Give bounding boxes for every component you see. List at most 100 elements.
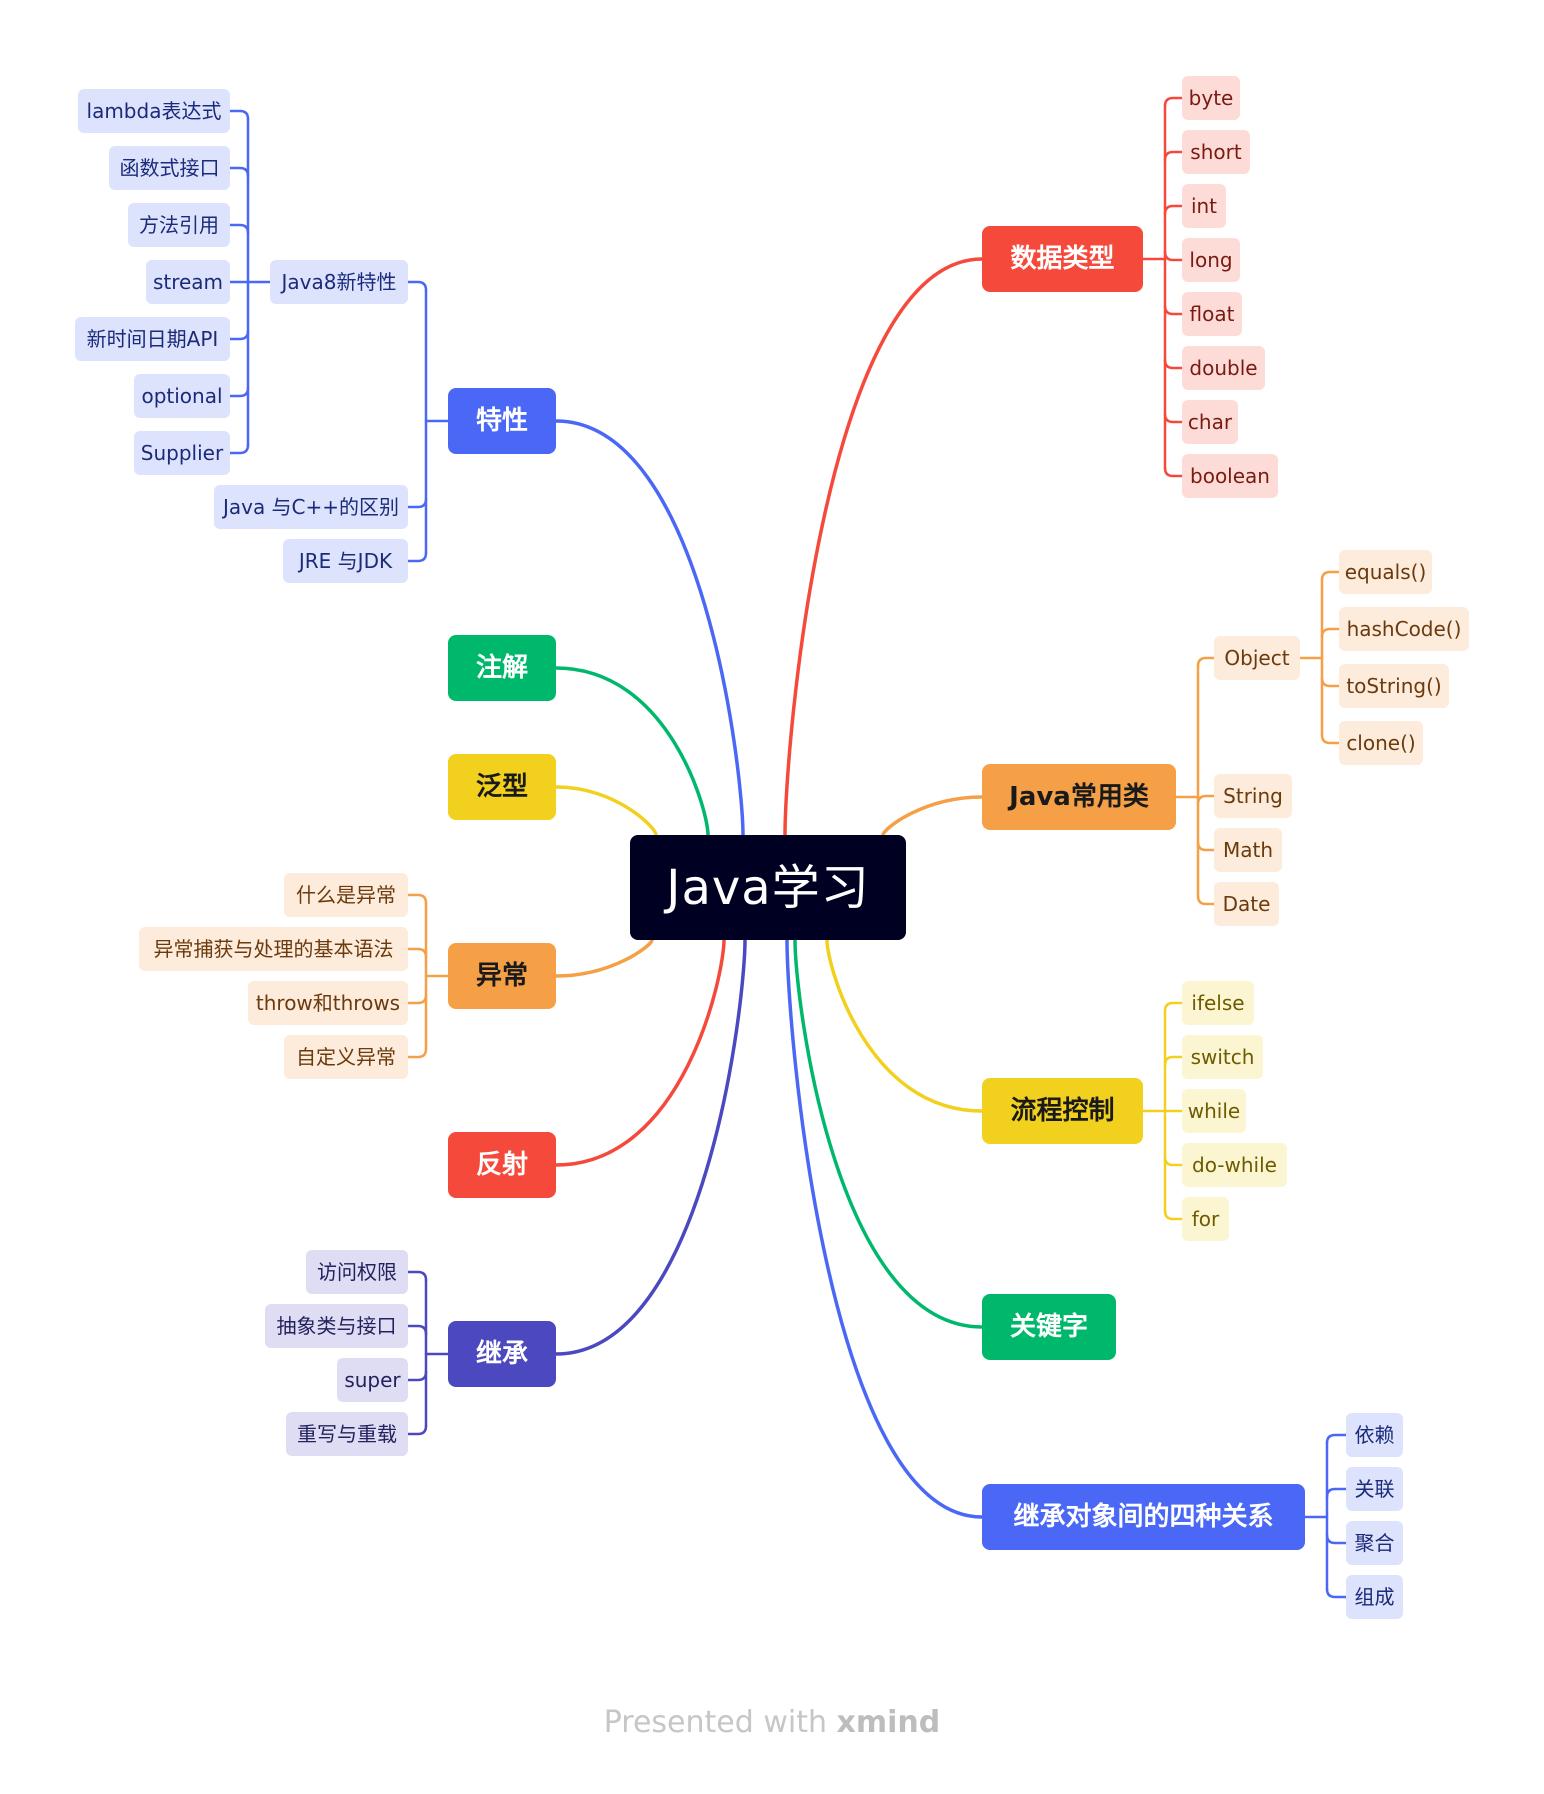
- subtopic-6-4-label: float: [1189, 302, 1235, 326]
- main-topic-0[interactable]: 特性: [448, 388, 556, 454]
- subtopic-10-1[interactable]: 关联: [1346, 1467, 1403, 1511]
- subtopic-0-0-5[interactable]: optional: [134, 374, 230, 418]
- bracket-10-branch-2: [1325, 1533, 1348, 1545]
- subtopic-0-0-6[interactable]: Supplier: [134, 431, 230, 475]
- subtopic-0-0-5-label: optional: [141, 384, 223, 408]
- subtopic-8-3-label: do-while: [1192, 1153, 1277, 1177]
- root-topic[interactable]: Java学习: [630, 835, 906, 940]
- subtopic-8-3[interactable]: do-while: [1182, 1143, 1287, 1187]
- subtopic-0-0[interactable]: Java8新特性: [270, 260, 408, 304]
- main-topic-6[interactable]: 数据类型: [982, 226, 1143, 292]
- main-topic-4[interactable]: 反射: [448, 1132, 556, 1198]
- subtopic-6-6-label: char: [1187, 410, 1233, 434]
- subtopic-8-4[interactable]: for: [1182, 1197, 1229, 1241]
- subtopic-8-2[interactable]: while: [1182, 1089, 1246, 1133]
- subtopic-6-3[interactable]: long: [1182, 238, 1240, 282]
- bracket-10-branch-3: [1325, 1587, 1348, 1599]
- bracket-7-0-branch-0: [1320, 570, 1341, 582]
- subtopic-10-0[interactable]: 依赖: [1346, 1413, 1403, 1457]
- subtopic-0-0-3[interactable]: stream: [146, 260, 230, 304]
- connector-7: [881, 795, 984, 837]
- subtopic-6-4[interactable]: float: [1182, 292, 1242, 336]
- subtopic-7-1[interactable]: String: [1214, 774, 1292, 818]
- subtopic-5-0-label: 访问权限: [317, 1260, 397, 1284]
- connector-5: [554, 938, 747, 1356]
- bracket-0-0-branch-1: [228, 166, 250, 178]
- subtopic-0-0-0[interactable]: lambda表达式: [78, 89, 230, 133]
- main-topic-0-label: 特性: [475, 406, 528, 436]
- bracket-3-branch-1: [406, 947, 428, 959]
- subtopic-5-1[interactable]: 抽象类与接口: [265, 1304, 408, 1348]
- main-topic-5[interactable]: 继承: [448, 1321, 556, 1387]
- bracket-7-branch-1: [1196, 794, 1216, 806]
- subtopic-0-2[interactable]: JRE 与JDK: [283, 539, 408, 583]
- connector-6: [783, 257, 984, 837]
- main-topic-3[interactable]: 异常: [448, 943, 556, 1009]
- subtopic-0-0-4[interactable]: 新时间日期API: [75, 317, 230, 361]
- subtopic-6-1[interactable]: short: [1182, 130, 1250, 174]
- subtopic-0-0-4-label: 新时间日期API: [86, 327, 219, 351]
- bracket-7-branch-0: [1196, 656, 1216, 668]
- subtopic-8-4-label: for: [1191, 1207, 1220, 1231]
- connector-10: [785, 938, 984, 1519]
- subtopic-7-3[interactable]: Date: [1214, 882, 1279, 926]
- subtopic-8-0[interactable]: ifelse: [1182, 981, 1254, 1025]
- subtopic-10-2-label: 聚合: [1354, 1531, 1395, 1555]
- bracket-8-branch-3: [1163, 1155, 1184, 1167]
- subtopic-6-1-label: short: [1190, 140, 1242, 164]
- main-topic-7[interactable]: Java常用类: [982, 764, 1176, 830]
- bracket-6-branch-3: [1163, 250, 1184, 262]
- bracket-6-branch-2: [1163, 204, 1184, 216]
- bracket-6-branch-6: [1163, 412, 1184, 424]
- subtopic-6-2-label: int: [1190, 194, 1218, 218]
- subtopic-6-6[interactable]: char: [1182, 400, 1238, 444]
- subtopic-8-2-label: while: [1187, 1099, 1241, 1123]
- main-topic-1[interactable]: 注解: [448, 635, 556, 701]
- subtopic-7-3-label: Date: [1222, 892, 1271, 916]
- subtopic-6-5[interactable]: double: [1182, 346, 1265, 390]
- bracket-7-branch-3: [1196, 894, 1216, 906]
- subtopic-7-0[interactable]: Object: [1214, 636, 1300, 680]
- subtopic-0-0-3-label: stream: [152, 270, 224, 294]
- subtopic-6-0[interactable]: byte: [1182, 76, 1240, 120]
- subtopic-7-0-2[interactable]: toString(): [1339, 664, 1449, 708]
- subtopic-7-0-1[interactable]: hashCode(): [1339, 607, 1469, 651]
- subtopic-5-0[interactable]: 访问权限: [306, 1250, 408, 1294]
- main-topic-10[interactable]: 继承对象间的四种关系: [982, 1484, 1305, 1550]
- main-topic-2-label: 泛型: [475, 772, 528, 802]
- xmind-logo: xmind: [836, 1705, 941, 1740]
- main-topic-2[interactable]: 泛型: [448, 754, 556, 820]
- subtopic-7-0-1-label: hashCode(): [1346, 617, 1462, 641]
- subtopic-7-0-0-label: equals(): [1344, 560, 1427, 584]
- subtopic-5-3[interactable]: 重写与重载: [286, 1412, 408, 1456]
- subtopic-10-1-label: 关联: [1354, 1477, 1395, 1501]
- bracket-6-branch-4: [1163, 304, 1184, 316]
- subtopic-7-0-0[interactable]: equals(): [1339, 550, 1432, 594]
- subtopic-10-2[interactable]: 聚合: [1346, 1521, 1403, 1565]
- subtopic-10-3[interactable]: 组成: [1346, 1575, 1403, 1619]
- subtopic-3-3[interactable]: 自定义异常: [284, 1035, 408, 1079]
- subtopic-0-0-2-label: 方法引用: [139, 213, 219, 237]
- subtopic-3-0[interactable]: 什么是异常: [284, 873, 408, 917]
- main-topic-8[interactable]: 流程控制: [982, 1078, 1143, 1144]
- subtopic-3-1[interactable]: 异常捕获与处理的基本语法: [139, 927, 408, 971]
- bracket-0-branch-2: [406, 551, 428, 563]
- subtopic-5-2[interactable]: super: [337, 1358, 408, 1402]
- subtopic-0-0-2[interactable]: 方法引用: [128, 203, 230, 247]
- subtopic-6-7[interactable]: boolean: [1182, 454, 1278, 498]
- subtopic-7-0-3[interactable]: clone(): [1339, 721, 1423, 765]
- subtopic-8-0-label: ifelse: [1191, 991, 1245, 1015]
- subtopic-6-2[interactable]: int: [1182, 184, 1226, 228]
- bracket-5-branch-3: [406, 1424, 428, 1436]
- subtopic-0-0-1[interactable]: 函数式接口: [109, 146, 230, 190]
- subtopic-7-2[interactable]: Math: [1214, 828, 1282, 872]
- subtopic-3-2[interactable]: throw和throws: [248, 981, 408, 1025]
- subtopic-10-0-label: 依赖: [1354, 1423, 1395, 1447]
- bracket-8-branch-0: [1163, 1001, 1184, 1013]
- main-topic-1-label: 注解: [475, 653, 528, 683]
- subtopic-8-1[interactable]: switch: [1182, 1035, 1263, 1079]
- bracket-6-branch-5: [1163, 358, 1184, 370]
- subtopic-0-1[interactable]: Java 与C++的区别: [214, 485, 408, 529]
- main-topic-9[interactable]: 关键字: [982, 1294, 1116, 1360]
